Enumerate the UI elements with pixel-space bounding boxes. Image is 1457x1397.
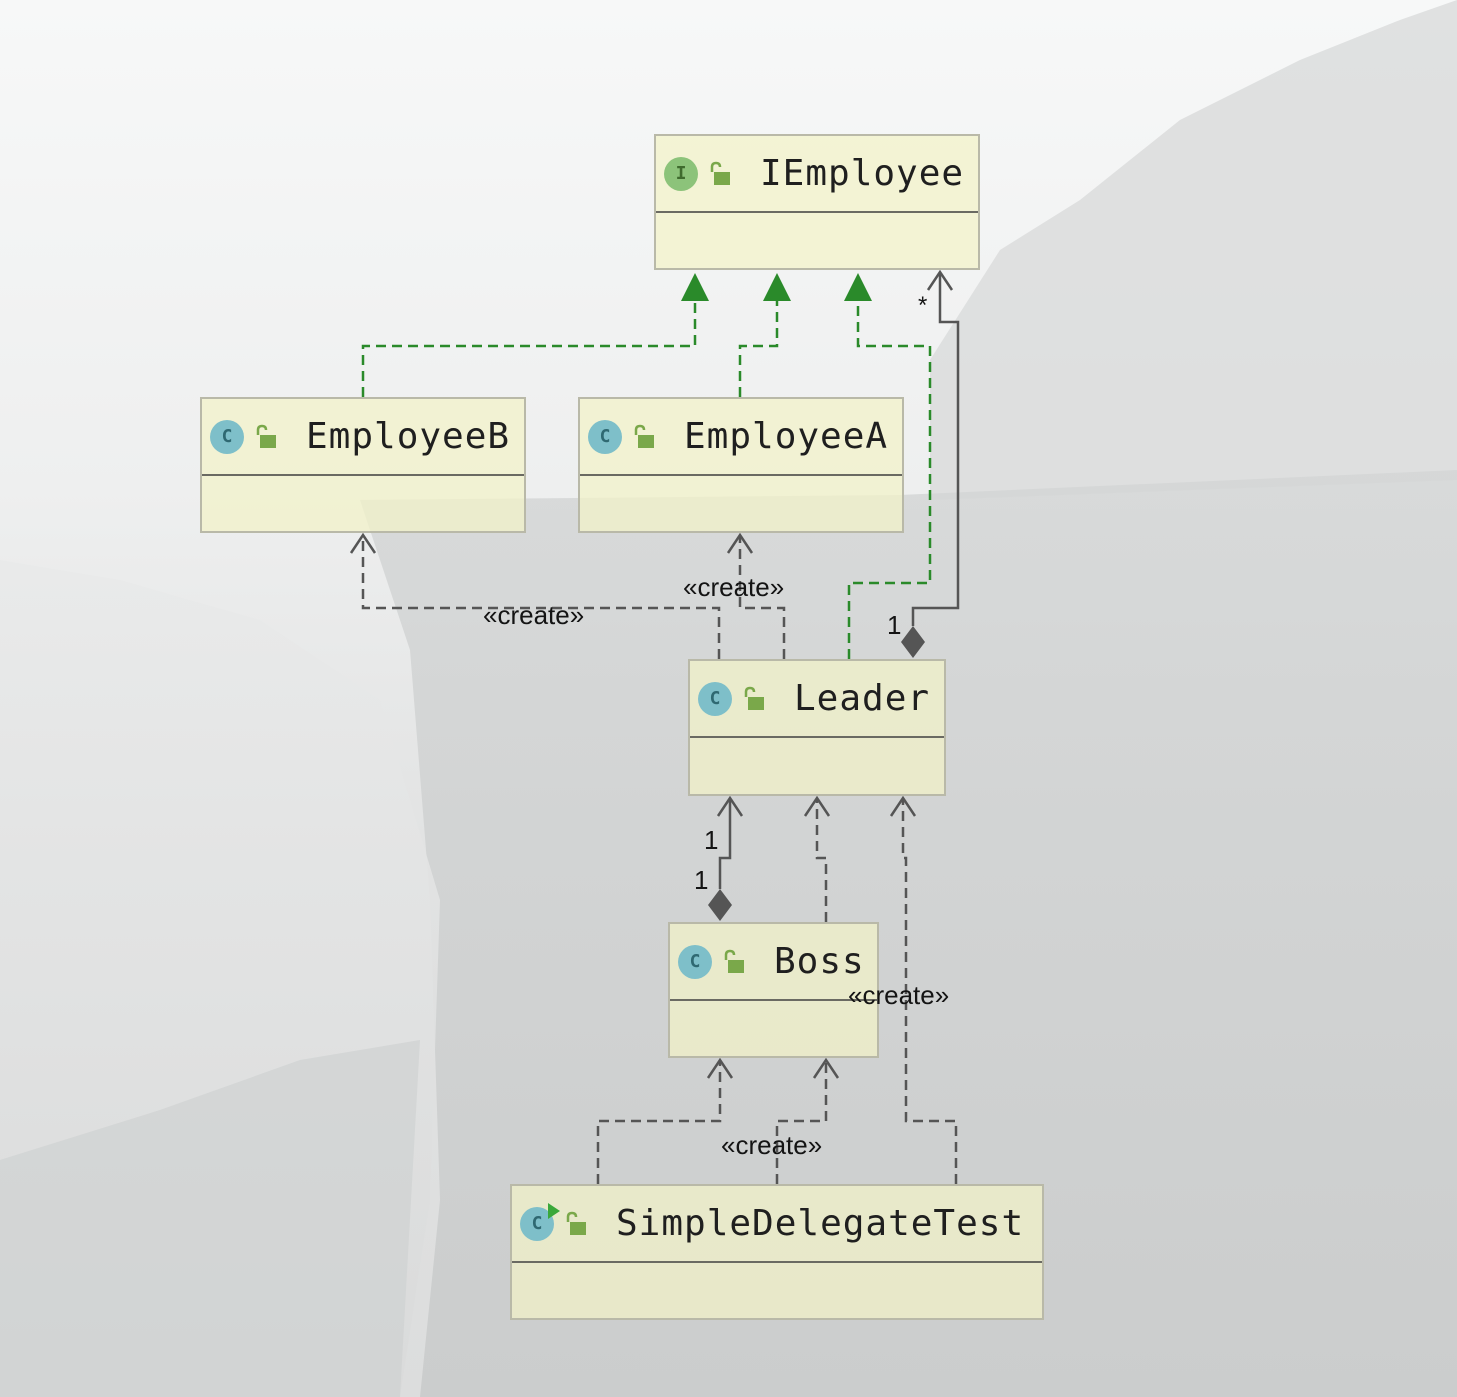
run-class-icon [548, 1202, 560, 1219]
class-name-simpledelegatetest: SimpleDelegateTest [616, 1203, 1025, 1244]
lock-open-icon [724, 949, 744, 973]
class-c-icon: C [678, 944, 712, 979]
multiplicity-boss-one: 1 [694, 865, 709, 895]
multiplicity-star: * [918, 292, 928, 319]
class-node-employeea[interactable]: C EmployeeA [578, 397, 904, 533]
multiplicity-leader-end-one: 1 [704, 825, 719, 855]
class-node-iemployee[interactable]: I IEmployee [654, 134, 980, 270]
interface-i-icon: I [664, 156, 698, 191]
class-kind-letter: C [531, 1213, 543, 1234]
lock-open-icon [566, 1211, 586, 1235]
lock-open-icon [744, 686, 764, 710]
lock-open-icon [256, 424, 276, 448]
class-c-icon: C [698, 681, 732, 716]
lock-open-icon [634, 424, 654, 448]
class-node-simpledelegatetest[interactable]: C SimpleDelegateTest [510, 1184, 1044, 1320]
class-node-employeeb[interactable]: C EmployeeB [200, 397, 526, 533]
class-name-boss: Boss [774, 941, 865, 982]
class-name-employeea: EmployeeA [684, 416, 889, 457]
create-label-leader: «create» [848, 980, 950, 1010]
class-c-icon: C [210, 419, 244, 454]
class-name-employeeb: EmployeeB [306, 416, 511, 457]
class-node-boss[interactable]: C Boss [668, 922, 879, 1058]
create-label-employeea: «create» [683, 572, 785, 602]
lock-open-icon [710, 161, 730, 185]
create-label-employeeb: «create» [483, 600, 585, 630]
class-name-leader: Leader [794, 678, 931, 719]
multiplicity-leader-one: 1 [887, 610, 902, 640]
class-c-icon: C [588, 419, 622, 454]
class-c-icon: C [520, 1202, 560, 1241]
create-label-boss: «create» [721, 1130, 823, 1160]
class-node-leader[interactable]: C Leader [688, 659, 946, 796]
class-name-iemployee: IEmployee [760, 153, 965, 194]
